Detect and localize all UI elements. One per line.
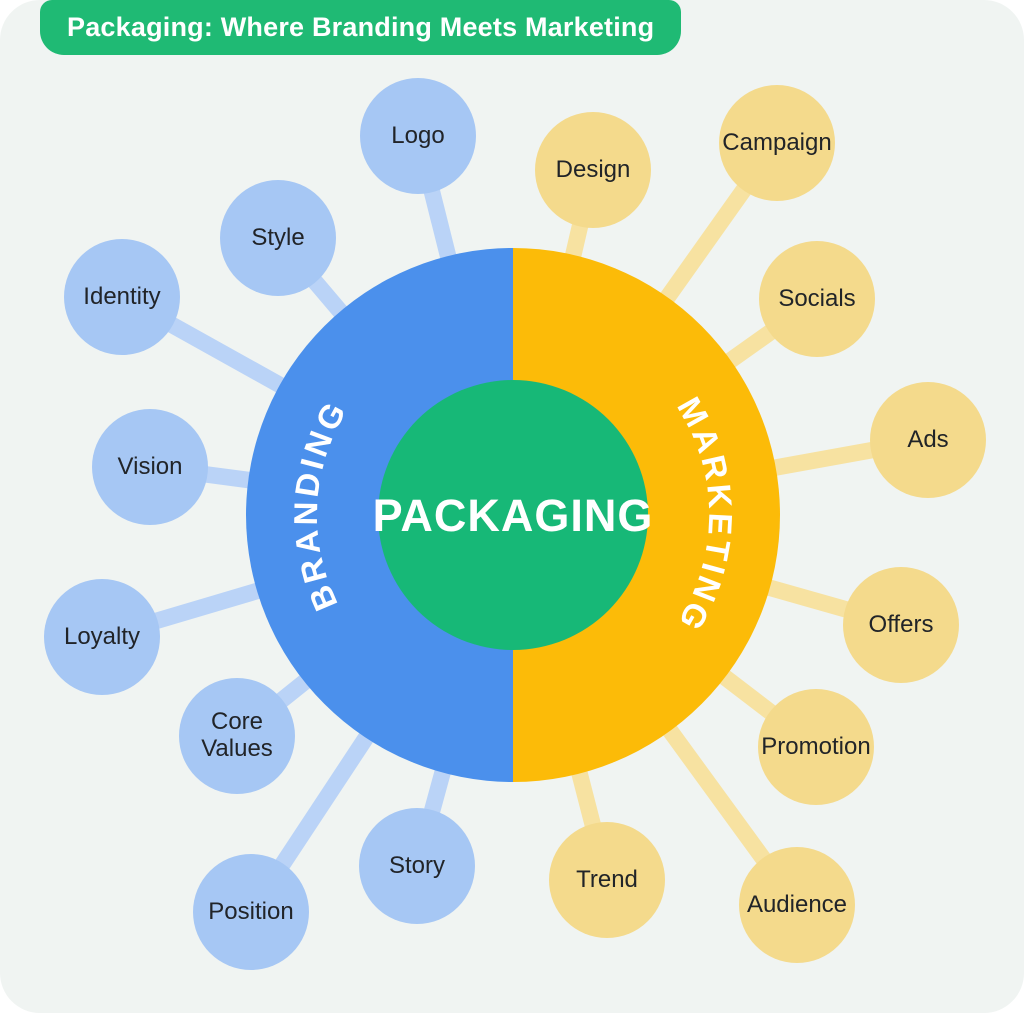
packaging-center-circle (378, 380, 648, 650)
node-logo: Logo (360, 78, 476, 194)
node-position: Position (193, 854, 309, 970)
node-campaign: Campaign (719, 85, 835, 201)
node-offers-label: Offers (868, 610, 934, 638)
node-identity-label: Identity (83, 282, 161, 310)
node-loyalty-label: Loyalty (63, 622, 141, 650)
node-ads-label: Ads (907, 425, 949, 453)
title-banner: Packaging: Where Branding Meets Marketin… (40, 0, 682, 55)
node-story: Story (359, 808, 475, 924)
node-campaign-label: Campaign (722, 128, 832, 156)
node-socials-label: Socials (778, 284, 856, 312)
node-position-label: Position (208, 897, 294, 925)
title-text: Packaging: Where Branding Meets Marketin… (67, 12, 655, 42)
node-core-values: Core Values (179, 678, 295, 794)
node-style-label: Style (251, 223, 305, 251)
node-socials: Socials (759, 241, 875, 357)
node-promotion: Promotion (758, 689, 874, 805)
node-style: Style (220, 180, 336, 296)
node-identity: Identity (64, 239, 180, 355)
node-logo-label: Logo (391, 121, 445, 149)
node-story-label: Story (388, 851, 445, 879)
node-audience: Audience (739, 847, 855, 963)
node-core-values-label: Core Values (201, 708, 273, 762)
node-vision: Vision (92, 409, 208, 525)
node-ads: Ads (870, 382, 986, 498)
node-loyalty: Loyalty (44, 579, 160, 695)
node-design-label: Design (555, 155, 631, 183)
node-vision-label: Vision (117, 452, 183, 480)
node-promotion-label: Promotion (761, 732, 871, 760)
node-trend: Trend (549, 822, 665, 938)
packaging-center-label: PACKAGING (373, 490, 654, 541)
node-trend-label: Trend (576, 865, 638, 893)
node-audience-label: Audience (746, 890, 848, 918)
node-design: Design (535, 112, 651, 228)
node-offers: Offers (843, 567, 959, 683)
